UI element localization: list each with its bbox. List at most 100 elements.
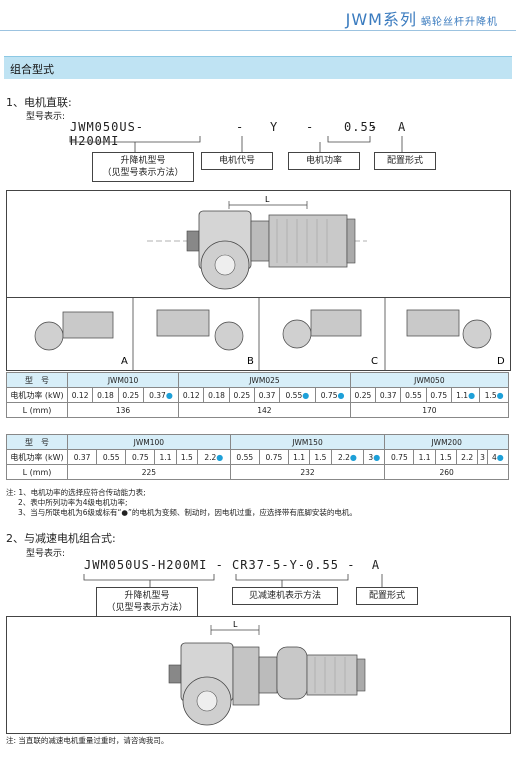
dim-L-label-2: L bbox=[233, 620, 238, 629]
table-cell: 0.75 bbox=[425, 387, 452, 403]
part2-box-lift-model: 升降机型号 （见型号表示方法） bbox=[96, 587, 198, 617]
note-2: 注: 当直联的减速电机重量过重时，请咨询我司。 bbox=[6, 736, 169, 745]
table-cell: 0.18 bbox=[92, 387, 119, 403]
table2-col-model: 型 号 bbox=[6, 434, 68, 450]
table-cell: 0.12 bbox=[178, 387, 205, 403]
part1-connectors bbox=[69, 136, 403, 152]
code-dash2: - bbox=[306, 120, 315, 134]
table-cell: 232 bbox=[229, 464, 386, 480]
direct-drive-drawing: L bbox=[147, 195, 367, 290]
box-lift-line1: 升降机型号 bbox=[124, 591, 170, 601]
box-lift-line2: （见型号表示方法） bbox=[106, 603, 188, 613]
code-dash3: - bbox=[370, 120, 379, 134]
table-cell: 2.2 bbox=[455, 449, 479, 465]
part2-model-code: JWM050US-H200MI - CR37-5-Y-0.55 - A bbox=[84, 558, 381, 572]
table-row: 型 号 JWM100 JWM150 JWM200 bbox=[6, 434, 509, 450]
part2-heading: 2、与减速电机组合式: bbox=[6, 532, 116, 545]
notes-1: 注: 1、电机功率的选择应符合传动能力表; 2、表中所列功率为4级电机功率; 3… bbox=[6, 488, 357, 518]
table-cell: 0.55 bbox=[400, 387, 427, 403]
table2-row-L: L (mm) bbox=[6, 464, 68, 480]
table-cell: 1.5 bbox=[434, 449, 458, 465]
code-power: 0.55 bbox=[344, 120, 377, 134]
cell-value: 3 bbox=[368, 452, 374, 462]
cell-value: 2.2 bbox=[337, 452, 350, 462]
table-cell: 0.25 bbox=[349, 387, 377, 403]
table-row: L (mm) 136 142 170 bbox=[6, 402, 510, 418]
config-drawings: A B C D bbox=[34, 298, 505, 370]
code-config: A bbox=[398, 120, 407, 134]
table-cell: 0.12 bbox=[66, 387, 94, 403]
config-label-d: D bbox=[497, 356, 505, 367]
table-cell: 0.25 bbox=[117, 387, 144, 403]
table-cell: 1.5● bbox=[479, 387, 509, 403]
direct-drive-drawing-frame: L bbox=[6, 190, 511, 298]
gearmotor-drawing: L bbox=[168, 620, 366, 726]
table-cell: 3● bbox=[363, 449, 386, 465]
table-cell: 0.25 bbox=[228, 387, 255, 403]
table1-model-2: JWM050 bbox=[349, 372, 510, 388]
cell-value: 2.2 bbox=[204, 452, 217, 462]
box-motor-code: 电机代号 bbox=[201, 152, 273, 170]
config-drawings-frame: A B C D bbox=[6, 297, 511, 371]
dim-L-label: L bbox=[265, 195, 270, 204]
box-motor-power: 电机功率 bbox=[288, 152, 360, 170]
spec-table-2: 型 号 JWM100 JWM150 JWM200 电机功率 (kW) 0.37 … bbox=[6, 434, 510, 480]
table-cell: 1.1 bbox=[154, 449, 177, 465]
table-cell: 0.37 bbox=[253, 387, 281, 403]
table-cell: 0.37 bbox=[375, 387, 402, 403]
gearmotor-drawing-frame: L bbox=[6, 616, 511, 734]
table-cell: 0.75 bbox=[125, 449, 156, 465]
table-cell: 136 bbox=[66, 402, 180, 418]
table-row: 电机功率 (kW) 0.37 0.55 0.75 1.1 1.5 2.2● 0.… bbox=[6, 449, 510, 465]
table-row: 电机功率 (kW) 0.12 0.18 0.25 0.37● 0.12 0.18… bbox=[6, 387, 509, 403]
table-cell: 0.75● bbox=[314, 387, 351, 403]
config-label-b: B bbox=[247, 356, 254, 367]
box-lift-line1: 升降机型号 bbox=[120, 156, 166, 166]
table-cell: 0.75 bbox=[384, 449, 415, 465]
table-cell: 1.5 bbox=[175, 449, 198, 465]
table1-model-1: JWM025 bbox=[178, 372, 351, 388]
table-cell: 1.1 bbox=[287, 449, 311, 465]
code-dash1: - bbox=[236, 120, 245, 134]
table1-col-model: 型 号 bbox=[6, 372, 68, 388]
section-bar: 组合型式 bbox=[4, 56, 512, 79]
part2-box-reducer: 见减速机表示方法 bbox=[232, 587, 338, 605]
part2-connectors bbox=[83, 574, 383, 588]
table-cell: 225 bbox=[67, 464, 231, 480]
cell-value: 4 bbox=[492, 452, 497, 462]
cell-value: 0.37 bbox=[149, 390, 166, 400]
cell-value: 1.5 bbox=[484, 390, 497, 400]
cell-value: 0.75 bbox=[320, 390, 338, 400]
table-cell: 0.55● bbox=[279, 387, 316, 403]
section-title: 组合型式 bbox=[10, 63, 54, 76]
table-cell: 0.55 bbox=[229, 449, 260, 465]
code-motor: Y bbox=[270, 120, 279, 134]
table2-row-power: 电机功率 (kW) bbox=[6, 449, 68, 465]
table1-row-L: L (mm) bbox=[6, 402, 68, 418]
table2-model-2: JWM200 bbox=[384, 434, 509, 450]
table-cell: 170 bbox=[349, 402, 510, 418]
table-cell: 0.37 bbox=[66, 449, 98, 465]
table1-row-power: 电机功率 (kW) bbox=[6, 387, 68, 403]
table1-model-0: JWM010 bbox=[66, 372, 180, 388]
table-cell: 142 bbox=[178, 402, 351, 418]
table-cell: 0.18 bbox=[203, 387, 230, 403]
config-label-a: A bbox=[121, 356, 128, 367]
series-title: JWM系列 bbox=[345, 10, 417, 29]
box-lift-line2: （见型号表示方法） bbox=[102, 168, 184, 178]
note-line: 3、当与所联电机为6级或标有“●”的电机为变频、制动时，因电机过重，应选择带有底… bbox=[18, 508, 357, 517]
table2-model-1: JWM150 bbox=[229, 434, 386, 450]
part1-model-label: 型号表示: bbox=[26, 112, 66, 122]
note-line: 注: 1、电机功率的选择应符合传动能力表; bbox=[6, 488, 146, 497]
table-cell: 2.2● bbox=[330, 449, 365, 465]
series-subtitle: 蜗轮丝杆升降机 bbox=[421, 17, 498, 28]
table-cell: 1.5 bbox=[309, 449, 332, 465]
table-cell: 4● bbox=[486, 449, 510, 465]
table-row: L (mm) 225 232 260 bbox=[6, 464, 509, 480]
table2-model-0: JWM100 bbox=[67, 434, 231, 450]
table-row: 型 号 JWM010 JWM025 JWM050 bbox=[6, 372, 510, 388]
table-cell: 1.1 bbox=[413, 449, 436, 465]
cell-value: 1.1 bbox=[456, 390, 469, 400]
page-header: JWM系列蜗轮丝杆升降机 bbox=[346, 6, 498, 30]
table-cell: 1.1● bbox=[450, 387, 481, 403]
